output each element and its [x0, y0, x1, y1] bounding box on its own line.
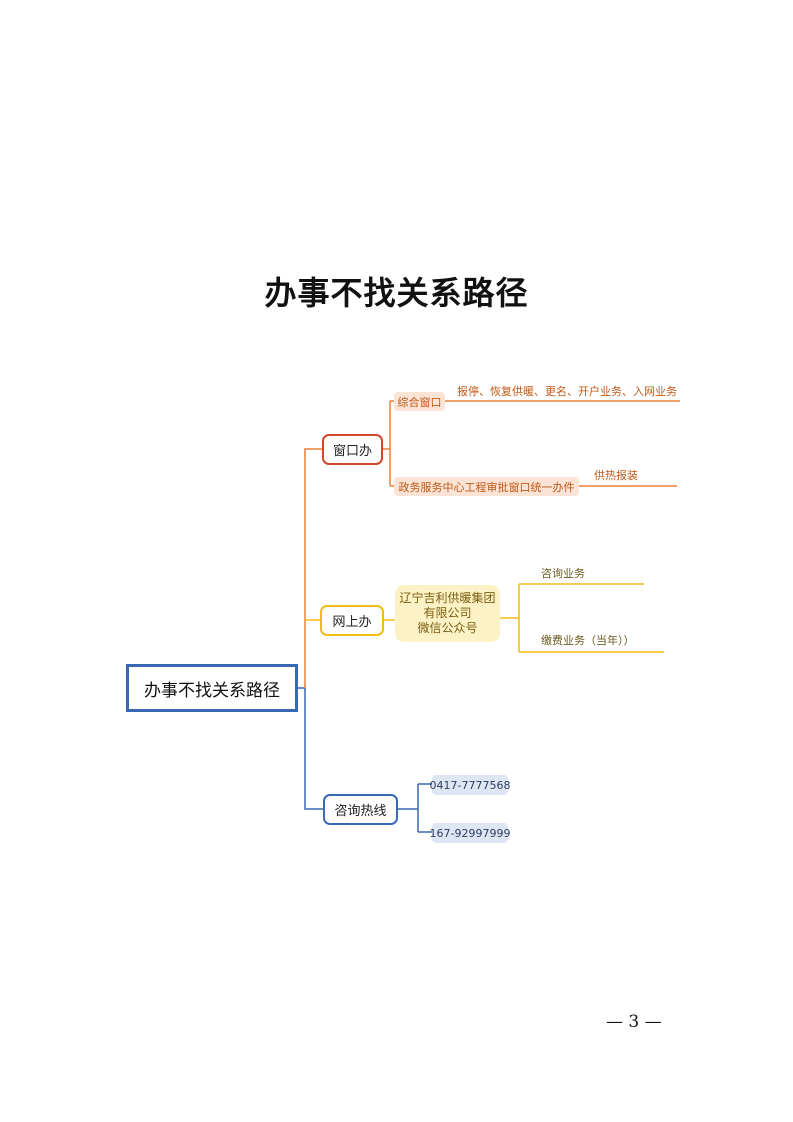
node-wechat-account: 辽宁吉利供暖集团 有限公司 微信公众号 — [395, 585, 500, 642]
hotline-number-1: 0417-7777568 — [430, 775, 510, 795]
connector-account-bracket — [500, 584, 520, 652]
page-number: — 3 — — [606, 1012, 662, 1032]
leaf-comprehensive-services: 报停、恢复供暖、更名、开户业务、入网业务 — [457, 385, 677, 398]
connector-trunk-upper — [304, 448, 322, 688]
node-comprehensive-window: 综合窗口 — [394, 392, 445, 411]
root-node: 办事不找关系路径 — [126, 664, 298, 712]
wechat-account-line-3: 微信公众号 — [417, 621, 478, 635]
wechat-account-line-1: 辽宁吉利供暖集团 — [399, 591, 496, 605]
branch-online: 网上办 — [320, 605, 384, 636]
leaf-heating-application: 供热报装 — [594, 469, 638, 482]
page-title: 办事不找关系路径 — [264, 274, 529, 312]
branch-hotline: 咨询热线 — [323, 794, 398, 825]
connector-trunk-lower — [304, 688, 323, 810]
node-gov-center-window: 政务服务中心工程审批窗口统一办件 — [394, 477, 579, 496]
leaf-consulting-service: 咨询业务 — [541, 567, 585, 580]
connector-window-bracket — [383, 401, 391, 486]
branch-window: 窗口办 — [322, 434, 383, 465]
wechat-account-line-2: 有限公司 — [423, 606, 472, 620]
leaf-payment-service: 缴费业务（当年）） — [541, 634, 635, 647]
hotline-number-2: 167-92997999 — [430, 823, 510, 843]
connector-hotline-bracket — [398, 784, 419, 832]
